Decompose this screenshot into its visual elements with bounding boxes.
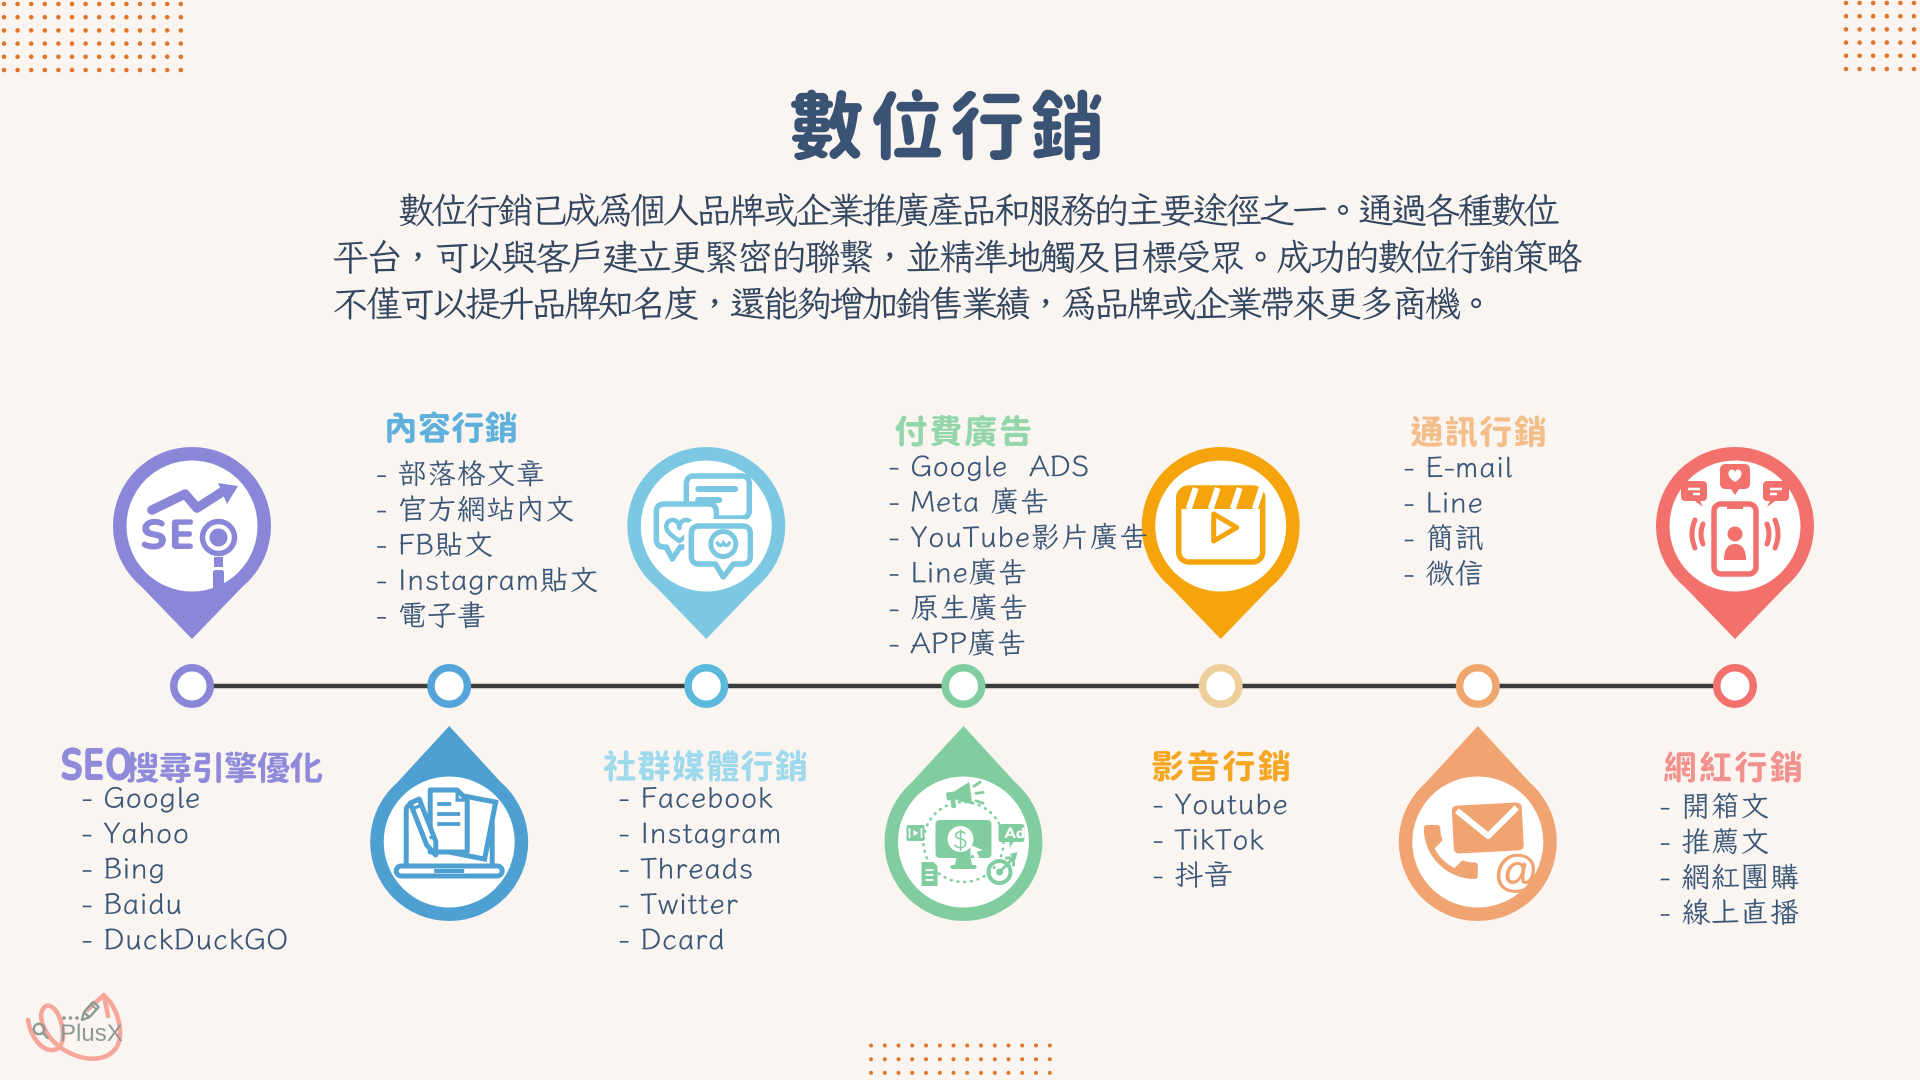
svg-text:PlusX: PlusX bbox=[60, 1020, 123, 1047]
